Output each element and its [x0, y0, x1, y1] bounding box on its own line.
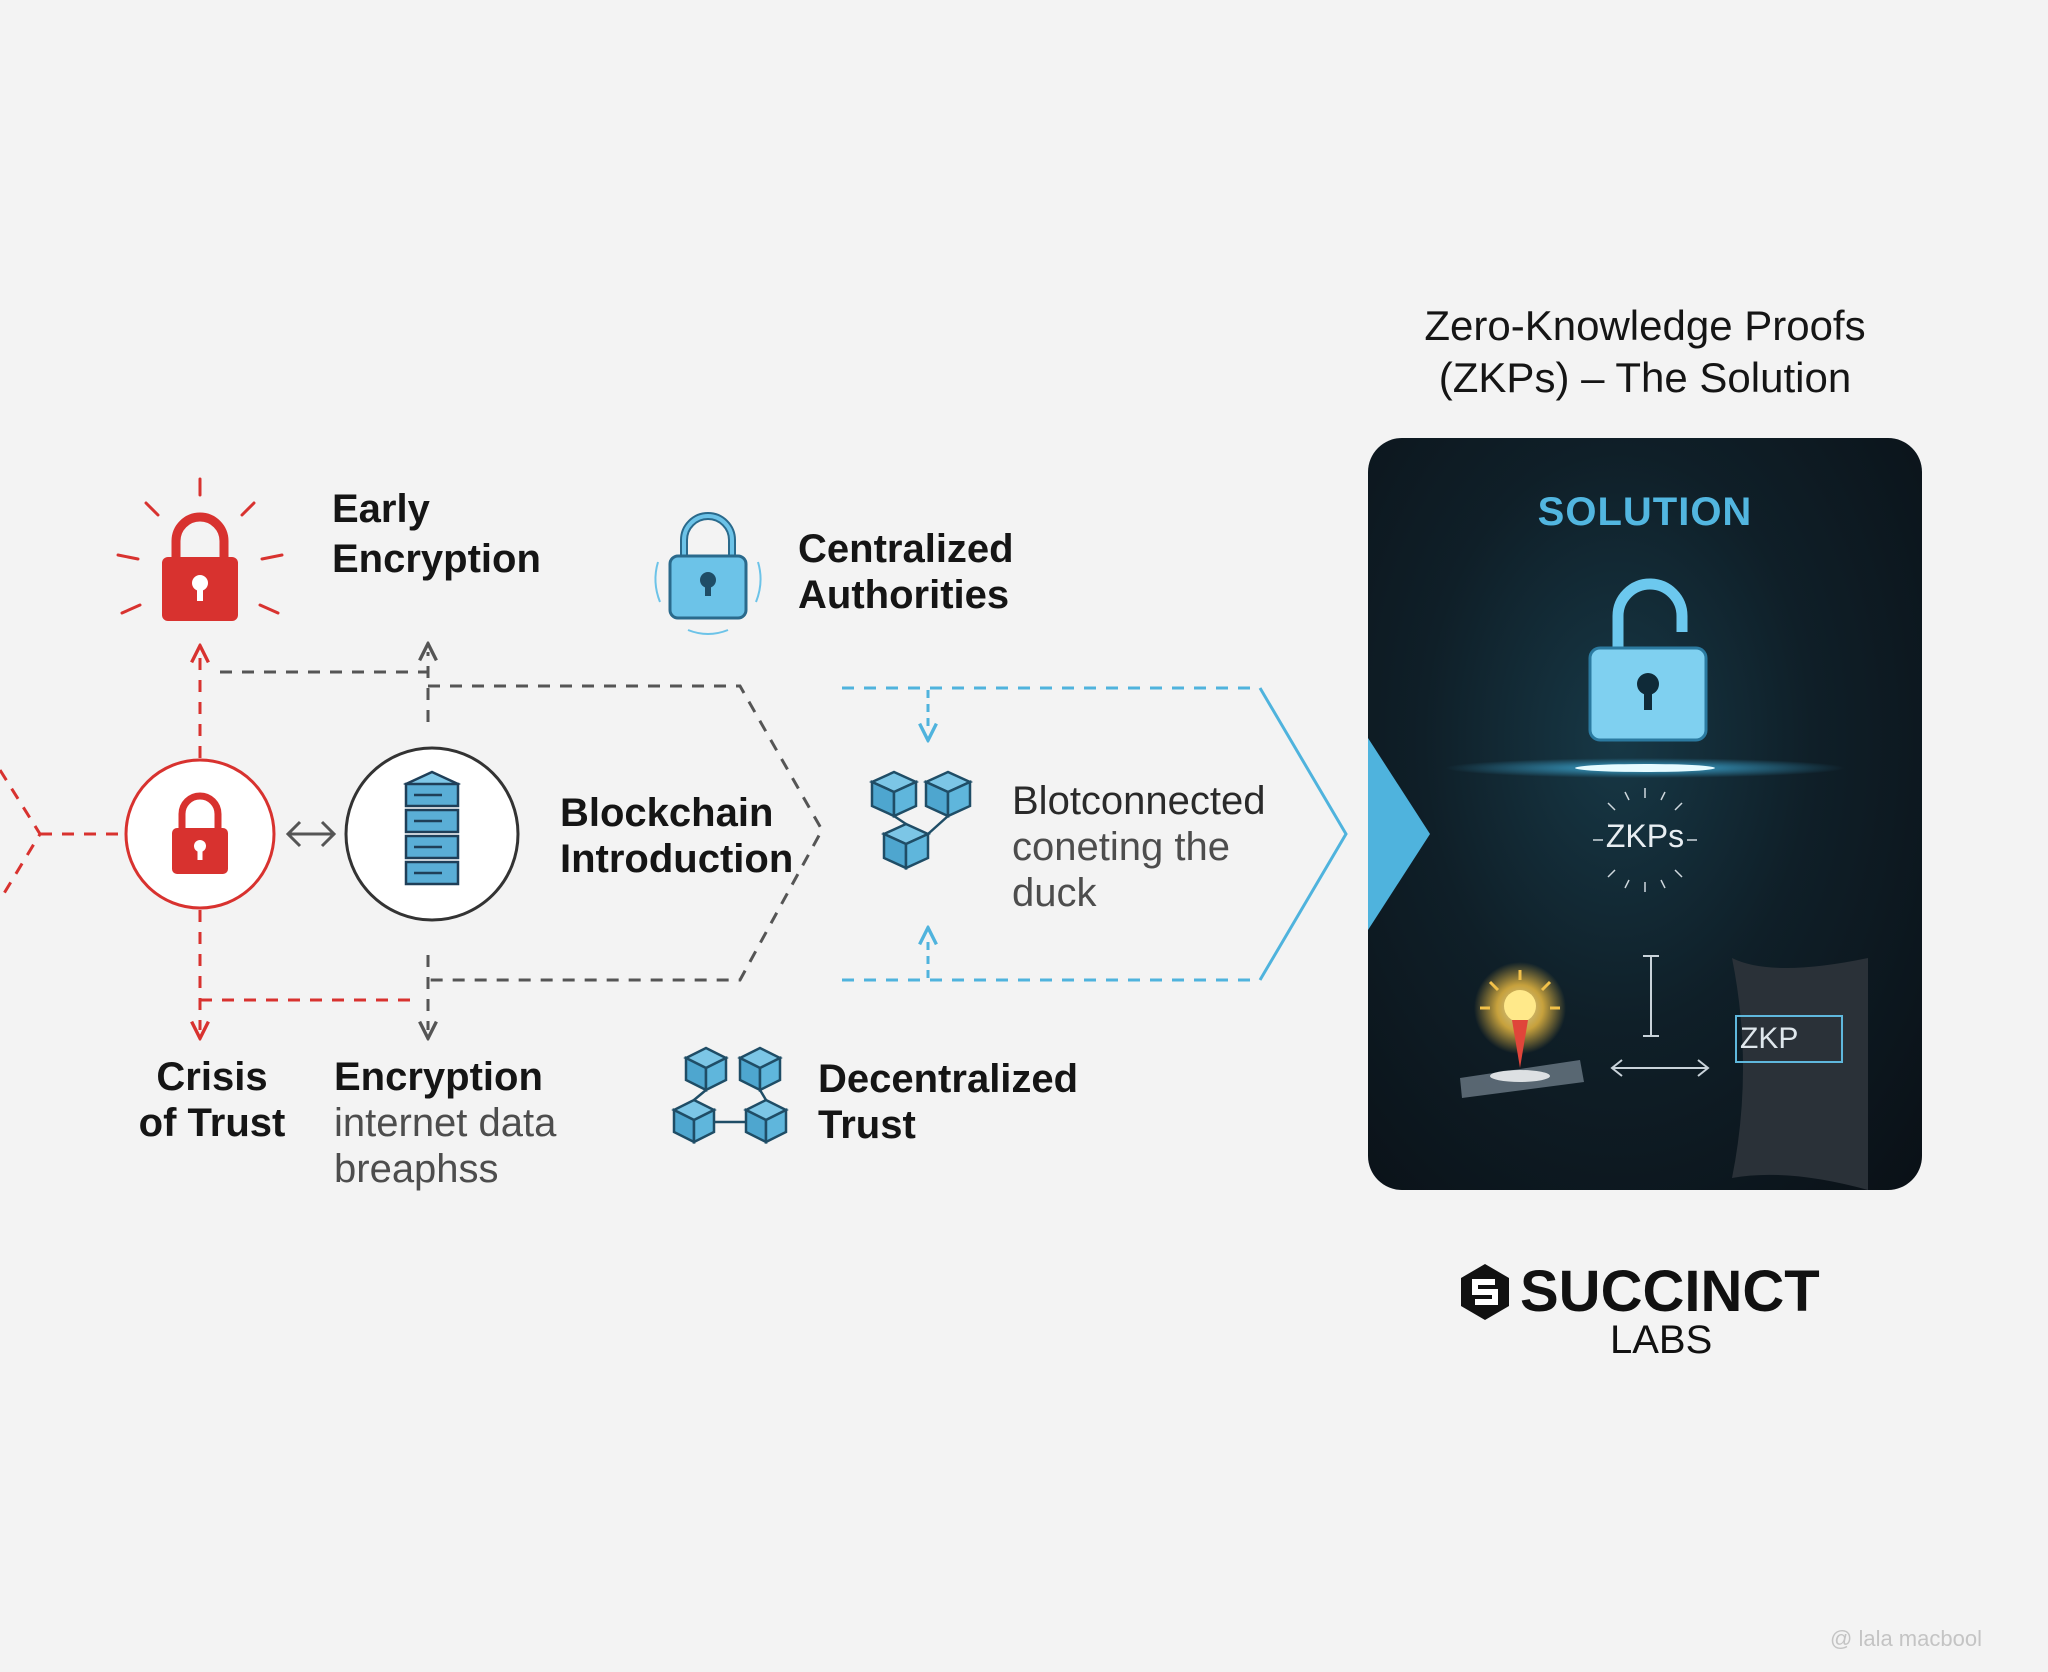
- blue-chevron: [842, 686, 1348, 982]
- bidirectional-arrow-icon: [285, 820, 337, 848]
- solution-panel-art: [1368, 578, 1868, 1190]
- zkps-burst-icon: [1593, 788, 1697, 892]
- encryption-breaches-label: Encryption internet data breaphss: [334, 1055, 557, 1191]
- solution-panel-title: SOLUTION: [1537, 490, 1753, 534]
- red-padlock-icon: [116, 477, 284, 621]
- watermark: @ lala macbool: [1830, 1626, 1982, 1651]
- zkp-portal: [1732, 958, 1868, 1190]
- zkps-label: ZKPs: [1605, 818, 1685, 854]
- zkp-box-label: ZKP: [1740, 1022, 1799, 1055]
- panel-entry-arrow: [1368, 738, 1430, 930]
- blockchain-circle-node: [344, 746, 520, 922]
- crisis-of-trust-label: Crisis of Trust: [138, 1055, 286, 1145]
- lightbulb-icon: [1460, 962, 1584, 1098]
- red-padlock-icon: [172, 792, 228, 874]
- connected-blocks-icon: [671, 1046, 789, 1145]
- solution-panel: SOLUTION ZKPs ZKP: [1368, 438, 1922, 1190]
- decentralized-trust-label: Decentralized Trust: [818, 1057, 1079, 1147]
- server-stack-icon: [403, 770, 461, 886]
- logo-name: SUCCINCT: [1520, 1259, 1820, 1324]
- logo-sub: LABS: [1610, 1318, 1713, 1362]
- blockchain-introduction-label: Blockchain Introduction: [560, 791, 794, 881]
- centralized-authorities-label: Centralized Authorities: [798, 527, 1014, 617]
- gray-connectors: [220, 652, 824, 1030]
- early-encryption-label: Early Encryption: [332, 487, 541, 581]
- solution-heading: Zero-Knowledge Proofs (ZKPs) – The Solut…: [1424, 302, 1866, 401]
- succinct-hexagon-logo: [1461, 1264, 1509, 1320]
- open-padlock-icon: [1588, 578, 1708, 742]
- red-entry-chevron: [0, 654, 420, 1030]
- blue-padlock-icon: [654, 512, 762, 635]
- measure-line: [1610, 955, 1710, 1077]
- connected-blocks-icon: [868, 770, 974, 870]
- blotconnected-label: Blotconnected coneting the duck: [1012, 779, 1266, 915]
